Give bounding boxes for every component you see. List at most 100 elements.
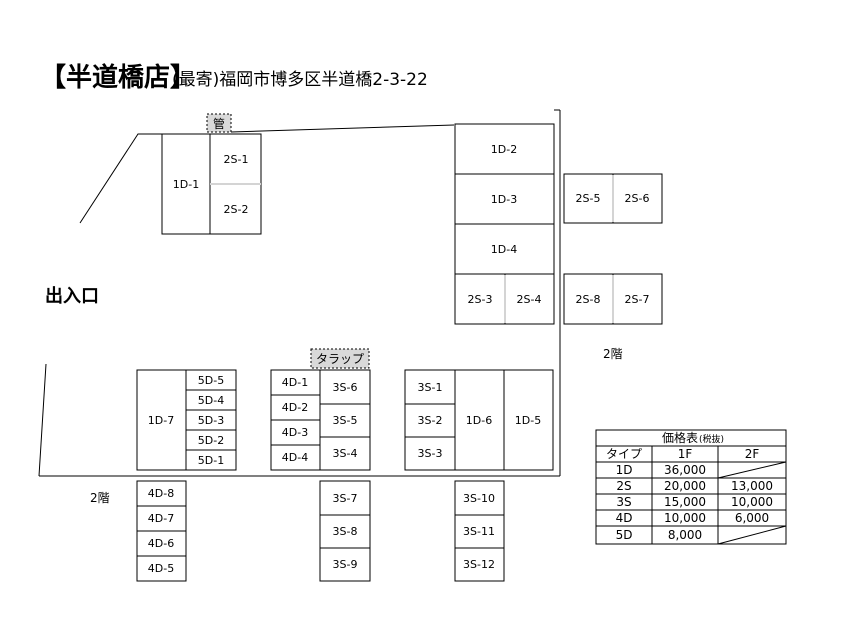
unit-label: 1D-5 [515,414,541,427]
unit-4D-5[interactable] [136,555,187,582]
unit-label: 1D-3 [491,193,517,206]
unit-label: 2S-8 [576,293,601,306]
site-outline [38,109,561,477]
store-title: 【半道橋店】 [40,62,196,93]
unit-label: 4D-7 [148,512,174,525]
unit-3S-11[interactable] [454,514,505,549]
unit-label: 3S-1 [418,381,443,394]
unit-2S-5[interactable] [563,173,614,224]
unit-label: 4D-1 [282,376,308,389]
unit-1D-3[interactable] [454,173,555,225]
floor-2-label-right: 2階 [603,346,623,361]
trap-label: タラップ [316,352,364,366]
kan-box [206,113,232,133]
price-1f: 15,000 [664,495,706,509]
unit-2S-4[interactable] [504,273,555,325]
unit-1D-5[interactable] [503,369,554,471]
unit-label: 4D-5 [148,562,174,575]
price-type: 1D [616,463,633,477]
unit-label: 4D-3 [282,426,308,439]
unit-label: 1D-7 [148,414,174,427]
unit-label: 3S-12 [463,558,495,571]
unit-3S-2[interactable] [404,403,456,438]
price-type: 3S [616,495,631,509]
unit-3S-8[interactable] [319,514,371,549]
price-type: 5D [616,528,633,542]
unit-3S-5[interactable] [319,403,371,438]
unit-label: 2S-1 [224,153,249,166]
unit-label: 5D-1 [198,454,224,467]
unit-1D-6[interactable] [454,369,505,471]
trap-box [310,348,370,369]
unit-1D-4[interactable] [454,223,555,275]
unit-label: 1D-1 [173,178,199,191]
unit-3S-12[interactable] [454,547,505,582]
price-table: 価格表 (税抜) タイプ 1F 2F 1D 36,000 2S 20,000 1… [595,429,787,545]
unit-label: 3S-4 [333,447,358,460]
unit-label: 3S-11 [463,525,495,538]
unit-label: 3S-2 [418,414,443,427]
price-1f: 20,000 [664,479,706,493]
kan-label: 管 [213,116,225,131]
price-header: 2F [745,447,760,461]
price-header: タイプ [606,447,642,461]
unit-label: 2S-3 [468,293,493,306]
unit-label: 5D-2 [198,434,224,447]
entrance-label: 出入口 [45,285,99,307]
unit-label: 3S-3 [418,447,443,460]
unit-label: 3S-8 [333,525,358,538]
price-table-title: 価格表 [662,430,698,445]
price-2f: 6,000 [735,511,769,525]
unit-label: 5D-4 [198,394,224,407]
unit-label: 2S-7 [625,293,650,306]
unit-5D-1[interactable] [185,449,237,471]
unit-2S-2[interactable] [209,183,262,235]
unit-3S-6[interactable] [319,369,371,405]
price-table-title-note: (税抜) [699,433,724,445]
price-type: 4D [616,511,633,525]
unit-2S-6[interactable] [612,173,663,224]
price-1f: 8,000 [668,528,702,542]
unit-label: 2S-6 [625,192,650,205]
unit-label: 4D-8 [148,487,174,500]
unit-label: 3S-9 [333,558,358,571]
price-type: 2S [616,479,631,493]
price-2f: 13,000 [731,479,773,493]
unit-4D-3[interactable] [270,419,321,446]
unit-3S-1[interactable] [404,369,456,405]
floor-2-label-left: 2階 [90,490,110,505]
unit-label: 2S-4 [517,293,542,306]
unit-label: 3S-5 [333,414,358,427]
unit-label: 4D-2 [282,401,308,414]
unit-label: 3S-6 [333,381,358,394]
unit-3S-10[interactable] [454,480,505,516]
unit-label: 2S-2 [224,203,249,216]
unit-2S-7[interactable] [612,273,663,325]
unit-label: 1D-4 [491,243,517,256]
unit-label: 1D-6 [466,414,492,427]
unit-label: 5D-3 [198,414,224,427]
price-2f: 10,000 [731,495,773,509]
price-table-frame [595,429,787,545]
unit-4D-6[interactable] [136,530,187,557]
unit-2S-1[interactable] [209,133,262,185]
unit-3S-7[interactable] [319,480,371,516]
unit-label: 3S-10 [463,492,495,505]
price-header: 1F [678,447,693,461]
store-address: (最寄)福岡市博多区半道橋2-3-22 [172,70,428,90]
price-1f: 36,000 [664,463,706,477]
empty-cell-slash [717,525,787,545]
unit-2S-8[interactable] [563,273,614,325]
empty-cell-slash [717,461,787,479]
unit-1D-1[interactable] [161,133,211,235]
unit-1D-7[interactable] [136,369,187,471]
unit-label: 3S-7 [333,492,358,505]
unit-2S-3[interactable] [454,273,506,325]
unit-label: 2S-5 [576,192,601,205]
unit-label: 5D-5 [198,374,224,387]
unit-3S-4[interactable] [319,436,371,471]
unit-label: 4D-6 [148,537,174,550]
unit-1D-2[interactable] [454,123,555,175]
unit-4D-8[interactable] [136,480,187,507]
unit-3S-9[interactable] [319,547,371,582]
